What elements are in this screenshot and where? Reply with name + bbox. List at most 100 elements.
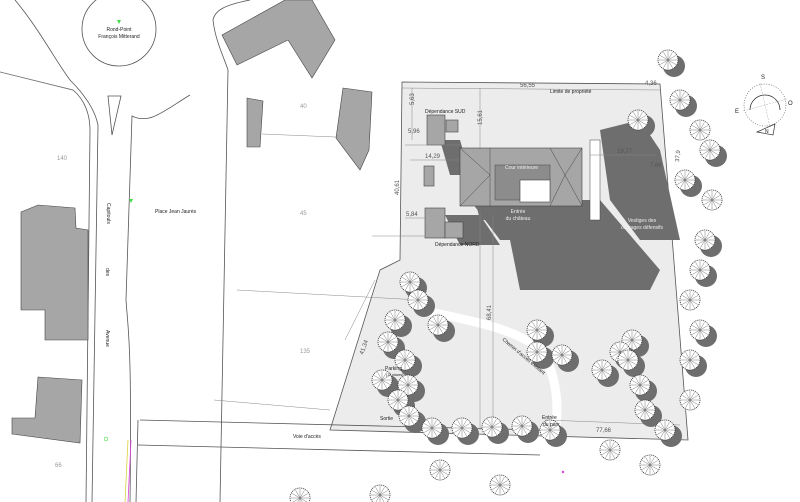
tree-branch <box>430 320 439 326</box>
tree-branch <box>427 427 433 436</box>
tree-branch <box>637 119 643 128</box>
tree-branch <box>615 344 621 353</box>
access-road-label: Voie d'accès <box>293 434 321 440</box>
tree-branch <box>379 494 385 502</box>
tree-branch <box>439 469 445 478</box>
tree-branch <box>663 59 669 68</box>
tree-branch <box>375 487 381 496</box>
chateau <box>423 114 601 239</box>
tree-branch <box>404 359 413 365</box>
des-label: des <box>104 268 110 277</box>
marker-icon <box>561 470 565 474</box>
tree-branch <box>387 341 393 350</box>
tree-branch <box>549 429 558 435</box>
tree-branch <box>439 469 448 475</box>
tree-branch <box>407 380 416 386</box>
tree-branch <box>532 322 538 331</box>
tree-branch <box>529 329 538 335</box>
tree-branch <box>627 355 636 361</box>
tree-branch <box>536 344 542 353</box>
tree-branch <box>637 405 646 411</box>
tree-branch <box>397 395 406 401</box>
dimension-lines <box>344 87 681 430</box>
tree-branch <box>487 419 493 428</box>
tree-branch <box>491 422 500 428</box>
tree-branch <box>394 315 403 321</box>
tree-branch <box>711 192 717 201</box>
tree-branch <box>433 324 439 333</box>
tree-branch <box>644 409 653 415</box>
tree-branch <box>404 408 410 417</box>
tree-branch <box>432 465 441 471</box>
tree-branch <box>630 119 639 125</box>
trees <box>289 49 729 502</box>
tree-branch <box>649 460 658 466</box>
tree-branch <box>400 380 409 386</box>
tree-branch <box>637 119 646 125</box>
tree-branch <box>711 199 720 205</box>
tree-branch <box>692 265 701 271</box>
tree-branch <box>702 149 711 155</box>
tree-branch <box>517 418 523 427</box>
tree-branch <box>536 322 542 331</box>
tree-branch <box>685 392 691 401</box>
tree-branch <box>602 449 611 455</box>
tree-branch <box>684 179 690 188</box>
tree-branch <box>409 274 415 283</box>
tree-branch <box>685 352 691 361</box>
tree-branch <box>536 329 542 338</box>
tree-branch <box>554 350 563 356</box>
tree-branch <box>631 339 637 348</box>
tree-branch <box>408 415 417 421</box>
tree-branch <box>640 409 646 418</box>
tree-branch <box>699 265 708 271</box>
tree-branch <box>561 354 567 363</box>
tree-branch <box>461 423 470 429</box>
tree-branch <box>410 295 419 301</box>
tree-branch <box>699 329 705 338</box>
tree-branch <box>620 359 629 365</box>
sortie-label: Sortie <box>380 416 393 422</box>
tree-branch <box>394 319 400 328</box>
tree-branch <box>424 427 433 433</box>
compass-o: O <box>788 101 793 107</box>
tree-branch <box>521 418 527 427</box>
tree-branch <box>612 351 621 357</box>
entree-chateau-1: Entrée <box>511 209 526 215</box>
tree-branch <box>401 411 410 417</box>
tree-branch <box>601 365 610 371</box>
tree-branch <box>609 449 615 458</box>
parcel-140: 140 <box>57 156 68 162</box>
tree-branch <box>375 494 381 502</box>
tree-branch <box>561 350 570 356</box>
tree-branch <box>692 329 701 335</box>
tree-branch <box>381 379 390 385</box>
tree-branch <box>437 320 446 326</box>
tree-branch <box>484 426 493 432</box>
tree-branch <box>393 399 399 408</box>
tree-branch <box>699 129 705 138</box>
tree-branch <box>417 295 426 301</box>
tree-branch <box>431 427 437 436</box>
tree-branch <box>689 359 695 368</box>
tree-branch <box>630 115 639 121</box>
tree-branch <box>664 425 673 431</box>
tree-branch <box>402 277 411 283</box>
tree-branch <box>672 95 681 101</box>
tree-branch <box>709 149 718 155</box>
tree-branch <box>631 339 640 345</box>
parcel-66: 66 <box>55 463 62 469</box>
tree-branch <box>679 95 688 101</box>
tree-branch <box>645 464 651 473</box>
tree-branch <box>632 380 641 386</box>
tree-branch <box>702 145 711 151</box>
tree-branch <box>695 129 701 138</box>
tree-branch <box>536 325 545 331</box>
tree-branch <box>692 125 701 131</box>
tree-branch <box>689 355 698 361</box>
tree-branch <box>380 337 389 343</box>
marker-icon <box>103 436 109 442</box>
tree-branch <box>685 399 691 408</box>
tree-branch <box>700 232 706 241</box>
tree-branch <box>689 392 695 401</box>
